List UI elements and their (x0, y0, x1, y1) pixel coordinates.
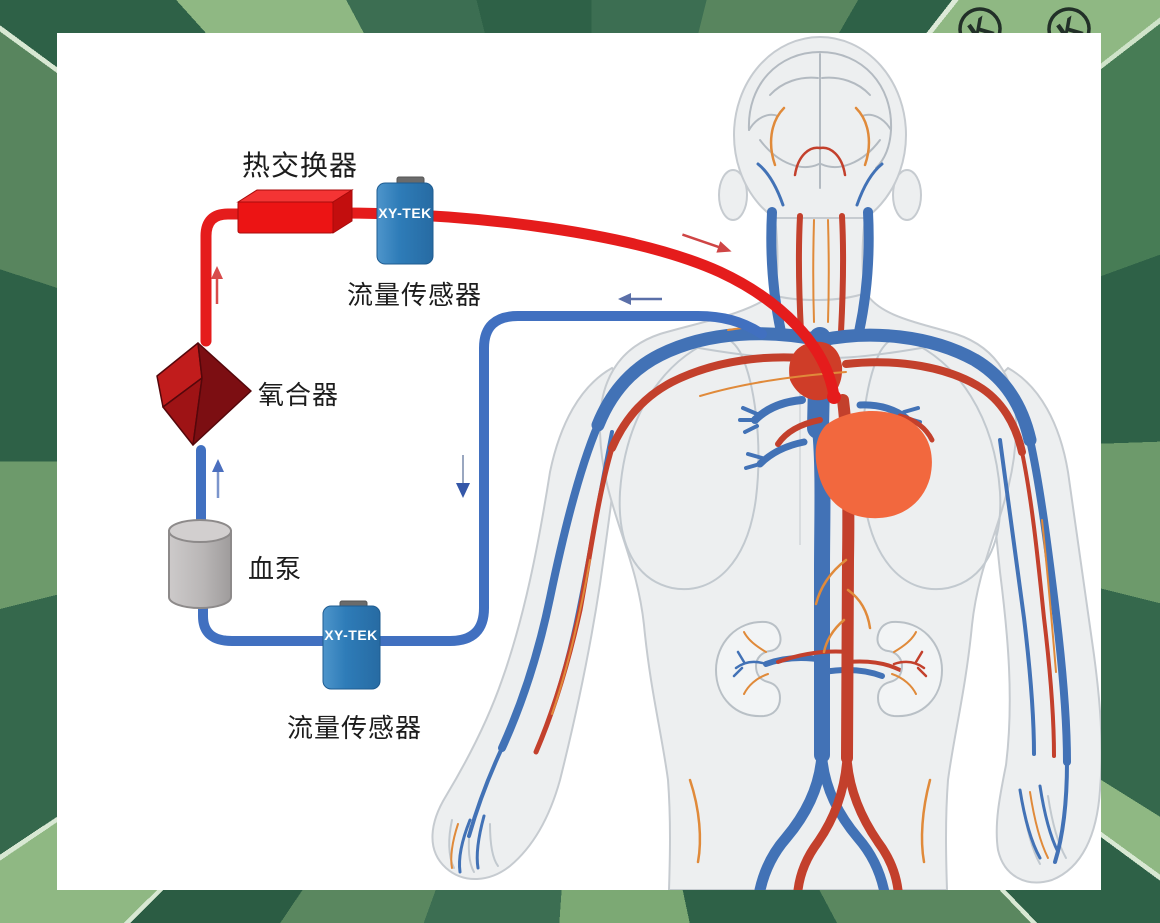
arterial-cannula-tip (827, 390, 841, 404)
heat-exchanger-label: 热交换器 (242, 150, 358, 181)
finger-line (448, 819, 455, 869)
flow-sensor-arterial-label: 流量传感器 (347, 280, 482, 310)
blood-pump-label: 血泵 (248, 554, 302, 584)
ear-left (718, 169, 748, 221)
finger-line (489, 823, 499, 867)
blood-pump (168, 519, 232, 609)
kidney-left (714, 620, 782, 718)
small-vessels (450, 314, 1057, 869)
oxygenator-to-heatexchanger-tube (200, 208, 248, 347)
venous-line-tube (198, 311, 767, 646)
flow-arrow-up-red (211, 266, 223, 304)
oxygenator (156, 342, 252, 446)
ecmo-circuit: XY-TEK XY-TEK 热交换器 流量传感器 氧合器 血泵 流量传感器 (156, 150, 841, 743)
ear-right (892, 169, 922, 221)
flow-arrow-up-blue (212, 459, 224, 498)
circuit-labels: 热交换器 流量传感器 氧合器 血泵 流量传感器 (242, 150, 482, 743)
heart (815, 410, 932, 519)
heat-exchanger (236, 189, 354, 234)
flow-sensor-venous-label: 流量传感器 (287, 713, 422, 743)
brain-outline (747, 50, 893, 189)
flow-arrow-right-red (682, 233, 732, 253)
flow-arrow-left-blue (618, 293, 662, 305)
arterial-line-tube (330, 207, 840, 402)
oxygenator-label: 氧合器 (258, 380, 339, 410)
body-anatomy-illustration (431, 36, 1101, 890)
flow-sensor-arterial: XY-TEK (376, 176, 434, 265)
finger-line (1047, 795, 1067, 859)
head-neck-vessels (756, 106, 884, 337)
sensor-brand-label: XY-TEK (324, 627, 378, 643)
flow-arrow-down-blue (456, 455, 470, 498)
kidney-right (876, 620, 944, 718)
flow-sensor-venous: XY-TEK (322, 600, 381, 690)
kidneys (714, 620, 944, 718)
sensor-brand-label: XY-TEK (378, 205, 432, 221)
